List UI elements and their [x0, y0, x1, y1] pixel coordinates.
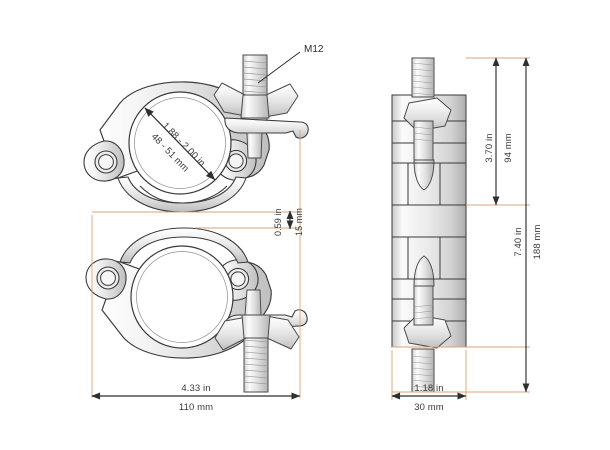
m12-label: M12: [304, 44, 324, 55]
side-depth-metric: 30 mm: [414, 402, 444, 413]
upper-right-lug-hole-inner: [228, 153, 244, 169]
side-bottom-bolt-channel: [407, 236, 441, 280]
lower-wing-bolt: [214, 289, 308, 393]
lower-left-lug-hole-inner: [100, 270, 116, 286]
upper-clamp-lower-band: [117, 176, 247, 213]
lower-bore-inner-circle: [136, 251, 228, 343]
inner-height-imperial: 3.70 in: [484, 133, 495, 162]
overall-height-imperial: 7.40 in: [513, 227, 524, 256]
upper-left-lug-hole-inner: [98, 154, 114, 170]
side-top-bolt-threads: [411, 62, 435, 96]
upper-bolt-lower-shaft: [246, 132, 263, 159]
side-top-bolt-tip: [413, 159, 435, 191]
m12-leader-line: [257, 51, 301, 84]
overall-width-dimension: 4.33 in 110 mm: [91, 383, 301, 413]
upper-clamp-assembly: [83, 54, 309, 213]
overall-height-dimension: 7.40 in 188 mm: [513, 57, 543, 393]
side-band-center: [391, 204, 467, 238]
upper-wing-bolt: [213, 54, 309, 159]
side-depth-dimension: 1.18 in 30 mm: [391, 383, 467, 413]
band-width-metric: 15 mm: [294, 208, 304, 236]
bore-dimension-line: [144, 107, 216, 181]
upper-wingnut-right-wing: [264, 83, 299, 118]
side-depth-imperial: 1.18 in: [414, 383, 443, 394]
band-width-imperial: 0.59 in: [273, 208, 283, 236]
side-top-bolt-mid-threads: [413, 126, 434, 142]
side-bottom-bolt-threads: [411, 355, 435, 389]
inner-height-metric: 94 mm: [503, 133, 514, 163]
upper-clamp-lever: [224, 117, 309, 139]
inner-height-dimension: 3.70 in 94 mm: [484, 57, 514, 206]
overall-width-imperial: 4.33 in: [181, 383, 210, 394]
lower-clamp-upper-band: [119, 227, 249, 264]
lower-wingnut-hub: [241, 314, 271, 339]
overall-height-metric: 188 mm: [532, 225, 543, 260]
lower-right-lug-hole-inner: [230, 271, 246, 287]
band-width-dimension: 0.59 in 15 mm: [273, 208, 304, 236]
side-bottom-bolt-mid-threads: [413, 304, 434, 320]
side-view-assembly: [391, 57, 467, 393]
upper-wingnut-hub: [240, 94, 270, 119]
lower-bolt-upper-shaft: [244, 289, 262, 316]
overall-width-metric: 110 mm: [179, 402, 213, 413]
lower-clamp-assembly: [85, 227, 308, 393]
m12-callout: M12: [257, 44, 324, 84]
side-top-bolt-channel: [407, 162, 441, 206]
lower-bolt-threads: [243, 339, 269, 385]
